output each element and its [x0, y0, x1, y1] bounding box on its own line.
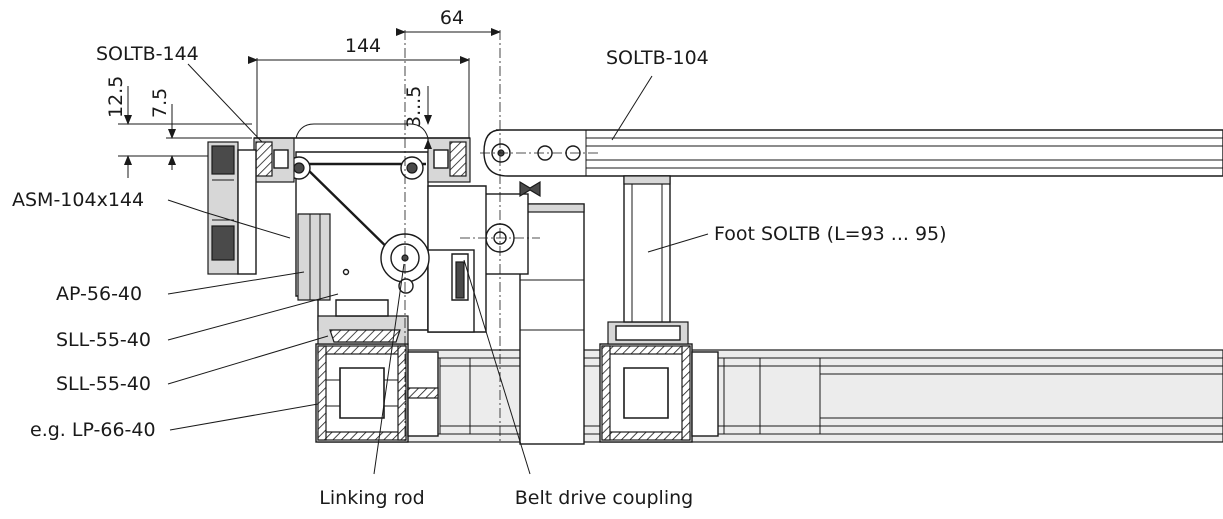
label-sll-1: SLL-55-40	[56, 329, 151, 351]
dimension-144: 144	[248, 35, 470, 138]
callout-ap: AP-56-40	[56, 271, 305, 305]
base-profile-rail	[317, 349, 1223, 443]
profile-section-left	[315, 343, 439, 443]
dim-7-5-text: 7.5	[149, 88, 171, 118]
dimension-3-5: 3...5	[403, 86, 432, 160]
callout-foot: Foot SOLTB (L=93 ... 95)	[647, 223, 947, 253]
foot-soltb	[623, 175, 671, 323]
sll-clamps	[317, 299, 409, 345]
callout-linking-rod: Linking rod	[319, 263, 425, 509]
belt-drive-body	[483, 180, 585, 445]
label-foot: Foot SOLTB (L=93 ... 95)	[714, 223, 947, 245]
callout-belt-drive: Belt drive coupling	[463, 259, 693, 509]
callout-sll-1: SLL-55-40	[56, 293, 339, 351]
callout-sll-2: SLL-55-40	[56, 335, 329, 395]
callout-asm: ASM-104x144	[12, 189, 291, 239]
callout-lp: e.g. LP-66-40	[30, 403, 319, 441]
label-linking-rod: Linking rod	[319, 487, 424, 509]
label-asm: ASM-104x144	[12, 189, 144, 211]
dimension-64: 64	[396, 7, 501, 36]
callout-soltb-104: SOLTB-104	[606, 47, 709, 141]
soltb-144-section	[253, 123, 471, 183]
label-soltb-144: SOLTB-144	[96, 43, 199, 65]
label-sll-2: SLL-55-40	[56, 373, 151, 395]
dim-64-text: 64	[440, 7, 464, 29]
dimension-7-5: 7.5	[149, 88, 252, 170]
label-soltb-104: SOLTB-104	[606, 47, 709, 69]
dim-144-text: 144	[345, 35, 381, 57]
profile-section-right	[599, 321, 719, 443]
label-ap: AP-56-40	[56, 283, 142, 305]
label-lp: e.g. LP-66-40	[30, 419, 156, 441]
dim-3-5-text: 3...5	[403, 86, 425, 128]
dimension-12-5: 12.5	[105, 76, 252, 178]
callout-soltb-144: SOLTB-144	[96, 43, 263, 143]
gear-motor-left	[207, 141, 257, 275]
dim-12-5-text: 12.5	[105, 76, 127, 118]
asm-drive-plate	[287, 151, 487, 333]
label-belt-drive: Belt drive coupling	[515, 487, 693, 509]
